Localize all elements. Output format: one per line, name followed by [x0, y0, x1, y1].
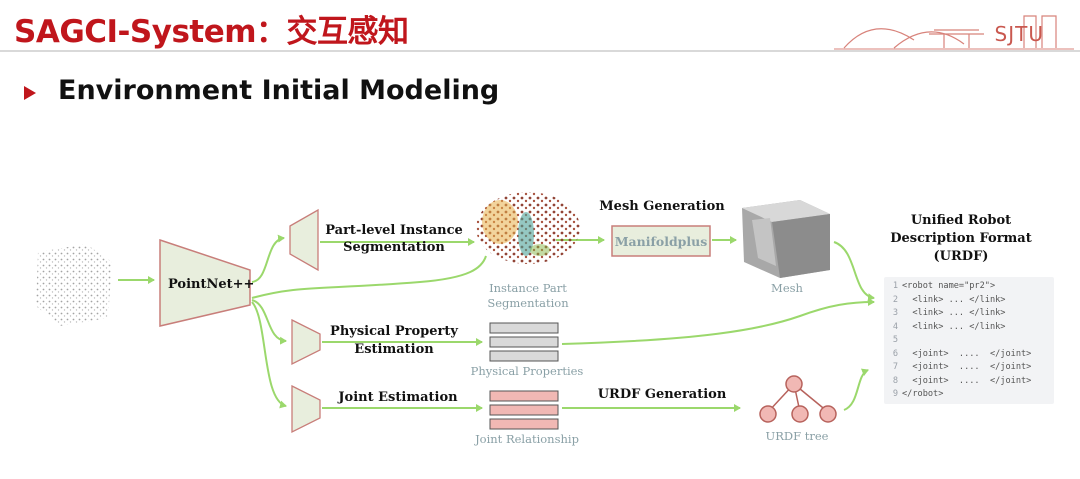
code-line: 9</robot> [892, 389, 944, 399]
urdf-tree-icon [759, 375, 837, 423]
code-line: 1<robot name="pr2"> [892, 281, 996, 291]
manifoldplus-block [611, 225, 711, 257]
branch2-head-block [291, 318, 321, 366]
code-line: 3 <link> ... </link> [892, 308, 1006, 318]
code-line: 4 <link> ... </link> [892, 321, 1006, 332]
urdf-title-line2: Description Format [890, 231, 1031, 246]
encoder-label: PointNet++ [168, 277, 254, 292]
urdf-title-line3: (URDF) [934, 249, 989, 264]
urdf-generation-label: URDF Generation [598, 387, 727, 402]
code-line: 8 <joint> .... </joint> [892, 375, 1032, 386]
arrow-encoder-to-branch1 [251, 234, 285, 283]
joint-caption: Joint Relationship [474, 432, 579, 446]
arrow-encoder-to-instance [251, 255, 487, 299]
physical-caption: Physical Properties [471, 364, 584, 378]
urdf-title-line1: Unified Robot [911, 213, 1011, 228]
instance-caption-line1: Instance Part [489, 281, 567, 295]
sjtu-logo [834, 15, 1074, 50]
branch3-head-block [291, 384, 321, 434]
joint-relationship-stack [489, 390, 559, 430]
branch2-label-line1: Physical Property [330, 324, 458, 339]
branch1-label-line1: Part-level Instance [325, 223, 463, 238]
code-line: 6 <joint> .... </joint> [892, 348, 1032, 359]
code-line: 7 <joint> .... </joint> [892, 362, 1032, 372]
branch2-label-line2: Estimation [354, 342, 434, 357]
pointnet-encoder-block [159, 238, 251, 327]
arrow-encoder-to-branch3 [251, 301, 287, 409]
arrow-properties-to-urdf [561, 298, 875, 345]
mesh-render [742, 200, 830, 278]
physical-properties-stack [489, 322, 559, 362]
branch1-label-line2: Segmentation [343, 240, 445, 255]
mesh-generation-label: Mesh Generation [599, 199, 725, 214]
instance-segmentation-cloud [476, 192, 580, 264]
title-divider [0, 50, 1080, 52]
code-line: 2 <link> ... </link> [892, 294, 1006, 305]
input-point-cloud [36, 244, 112, 326]
code-line: 5 [892, 335, 898, 345]
mesh-caption: Mesh [771, 281, 803, 295]
arrow-mesh-to-urdf [833, 241, 875, 302]
arrow-encoder-to-branch2 [251, 299, 287, 345]
branch3-label: Joint Estimation [337, 390, 458, 405]
manifoldplus-label: Manifoldplus [615, 234, 708, 249]
urdf-tree-caption: URDF tree [766, 429, 829, 443]
branch1-head-block [289, 208, 319, 272]
logo-text: SJTU [994, 22, 1044, 46]
section-subtitle: Environment Initial Modeling [58, 75, 500, 106]
bullet-arrow-icon [24, 86, 36, 100]
instance-caption-line2: Segmentation [487, 296, 569, 310]
page-title: SAGCI-System：交互感知 [14, 14, 409, 50]
arrow-tree-to-urdf [843, 368, 869, 411]
urdf-code-block: 1<robot name="pr2"> 2 <link> ... </link>… [884, 277, 1054, 404]
